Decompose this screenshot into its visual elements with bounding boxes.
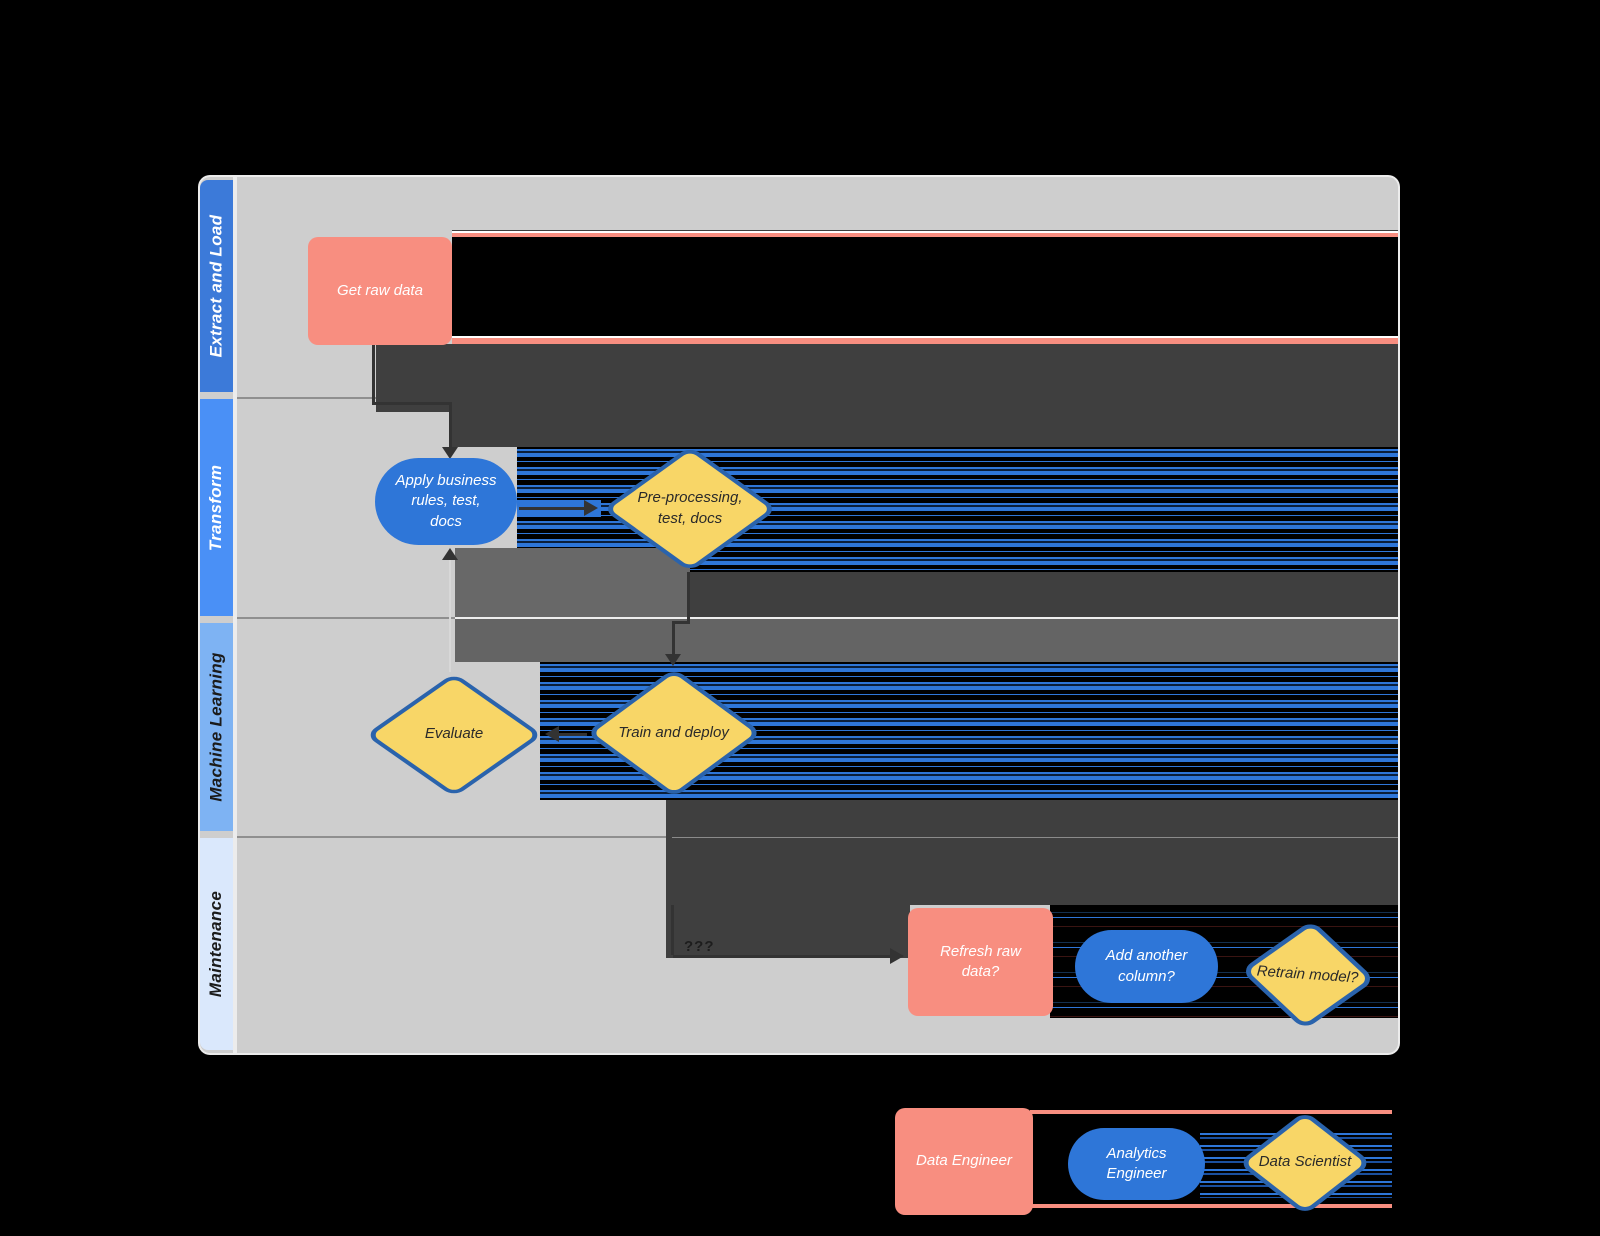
lane-header-extract-and-load[interactable]: Extract and Load (200, 180, 233, 392)
node-label: Train and deploy (618, 723, 729, 741)
connector-segment (672, 621, 675, 655)
legend-label: Data Scientist (1258, 1153, 1352, 1171)
glitch-block (376, 344, 1398, 412)
connector-segment (672, 621, 690, 624)
node-apply-business-rules[interactable]: Apply business rules, test, docs (375, 458, 517, 545)
legend-label: Data Engineer (916, 1152, 1012, 1170)
lane-header-transform[interactable]: Transform (200, 399, 233, 616)
arrowhead-up-icon (442, 548, 458, 560)
header-gap-strip (233, 177, 237, 1053)
connector-segment (519, 507, 585, 510)
arrowhead-down-icon (665, 654, 681, 666)
node-evaluate[interactable]: Evaluate (364, 672, 544, 797)
legend-item-data-scientist[interactable]: Data Scientist (1237, 1110, 1373, 1215)
connector-segment (687, 572, 690, 624)
connector-label: ??? (684, 938, 715, 955)
glitch-block (666, 800, 1398, 905)
arrowhead-right-icon (584, 500, 598, 516)
node-retrain-model[interactable]: Retrain model? (1236, 915, 1378, 1034)
node-add-another-column[interactable]: Add another column? (1075, 930, 1218, 1003)
connector-segment (372, 345, 375, 405)
node-label: Refresh raw data? (940, 942, 1021, 980)
glitch-block (450, 412, 1398, 447)
lane-label: Extract and Load (206, 214, 226, 358)
glitch-block (455, 548, 690, 617)
lane-label: Maintenance (206, 890, 226, 998)
glitch-scanline (455, 617, 1398, 619)
node-label: Evaluate (424, 725, 484, 743)
legend-item-data-engineer[interactable]: Data Engineer (895, 1108, 1033, 1215)
connector-segment (673, 955, 893, 958)
lane-label: Machine Learning (206, 652, 226, 802)
node-train-and-deploy[interactable]: Train and deploy (585, 668, 762, 798)
glitch-block (455, 619, 1398, 662)
legend-label: Analytics Engineer (1106, 1144, 1167, 1182)
arrowhead-right-icon (890, 948, 904, 964)
legend-item-analytics-engineer[interactable]: Analytics Engineer (1068, 1128, 1205, 1200)
node-label: Pre-processing, test, docs (637, 489, 743, 527)
lane-label: Transform (206, 464, 226, 551)
legend-smear-line (1030, 1110, 1392, 1114)
legend-smear-line (1030, 1204, 1392, 1208)
glitch-smear-band (452, 230, 1398, 344)
node-refresh-raw-data[interactable]: Refresh raw data? (908, 908, 1053, 1016)
lane-header-machine-learning[interactable]: Machine Learning (200, 623, 233, 831)
node-get-raw-data[interactable]: Get raw data (308, 237, 452, 345)
arrowhead-left-icon (545, 726, 559, 742)
node-pre-processing[interactable]: Pre-processing, test, docs (602, 445, 778, 572)
arrowhead-down-icon (442, 447, 458, 459)
connector-segment (449, 402, 452, 448)
lane-header-maintenance[interactable]: Maintenance (200, 838, 233, 1050)
connector-segment (671, 905, 674, 955)
node-label: Add another column? (1105, 947, 1188, 985)
glitch-block (690, 572, 1398, 617)
node-label: Get raw data (337, 281, 423, 299)
node-label: Apply business rules, test, docs (395, 472, 497, 530)
connector-segment (559, 733, 587, 736)
glitch-scanline (672, 837, 1398, 838)
connector-segment (449, 560, 451, 672)
glitch-block (666, 905, 910, 958)
connector-segment (372, 402, 452, 405)
